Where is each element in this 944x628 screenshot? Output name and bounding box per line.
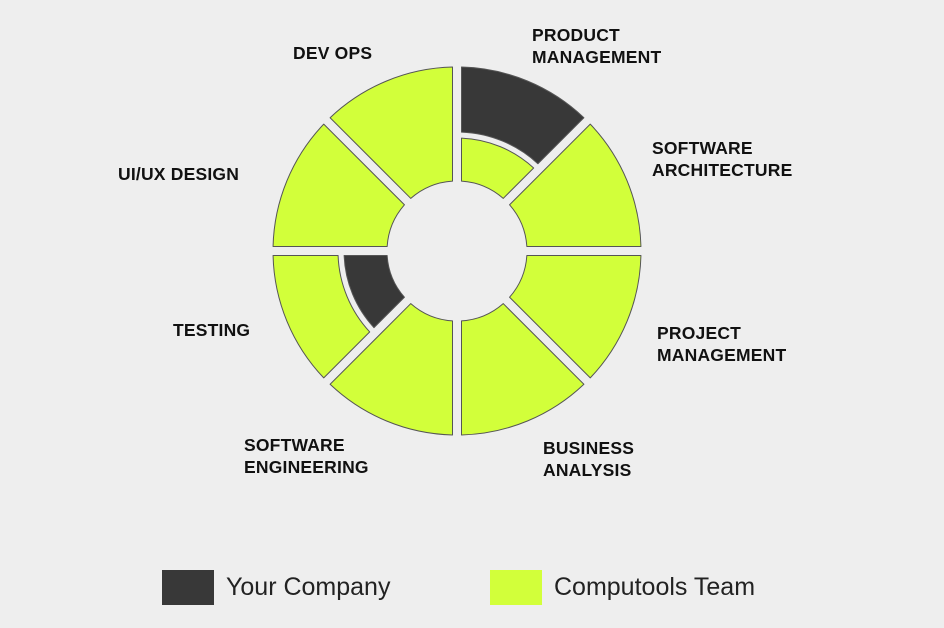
label-ui-ux-design: UI/UX DESIGN [118, 163, 239, 185]
segment-project-management [509, 255, 642, 379]
label-line: MANAGEMENT [657, 345, 787, 365]
segment-business-analysis-full-computools-team [461, 303, 585, 436]
segment-product-management-outer-your-company [461, 66, 585, 165]
label-line: DEV OPS [293, 43, 373, 63]
label-testing: TESTING [173, 319, 250, 341]
segment-business-analysis [461, 303, 585, 436]
legend-your-company: Your Company [162, 570, 390, 605]
segment-testing-outer-computools-team [272, 255, 371, 379]
label-line: PROJECT [657, 323, 742, 343]
label-line: MANAGEMENT [532, 47, 662, 67]
segment-software-architecture [509, 123, 642, 247]
segment-ui-ux-design [272, 123, 405, 247]
segment-ui-ux-design-full-computools-team [272, 123, 405, 247]
label-dev-ops: DEV OPS [293, 42, 372, 64]
segment-project-management-full-computools-team [509, 255, 642, 379]
segment-dev-ops-full-computools-team [329, 66, 453, 199]
segment-product-management-inner-computools-team [461, 137, 535, 199]
legend-swatch-your-company [162, 570, 214, 605]
label-line: ARCHITECTURE [652, 160, 793, 180]
label-line: ENGINEERING [244, 457, 369, 477]
label-line: SOFTWARE [244, 435, 345, 455]
label-line: UI/UX DESIGN [118, 164, 240, 184]
label-line: SOFTWARE [652, 138, 753, 158]
label-line: PRODUCT [532, 25, 620, 45]
segment-software-architecture-full-computools-team [509, 123, 642, 247]
label-line: TESTING [173, 320, 251, 340]
label-line: BUSINESS [543, 438, 635, 458]
legend-computools-team: Computools Team [490, 570, 755, 605]
legend-swatch-computools-team [490, 570, 542, 605]
segment-product-management [461, 66, 585, 199]
segment-testing-inner-your-company [343, 255, 405, 329]
legend-label: Your Company [226, 573, 391, 601]
label-line: ANALYSIS [543, 460, 632, 480]
segment-software-engineering-full-computools-team [329, 303, 453, 436]
segment-dev-ops [329, 66, 453, 199]
segment-testing [272, 255, 405, 379]
segment-software-engineering [329, 303, 453, 436]
legend-label: Computools Team [554, 573, 756, 601]
